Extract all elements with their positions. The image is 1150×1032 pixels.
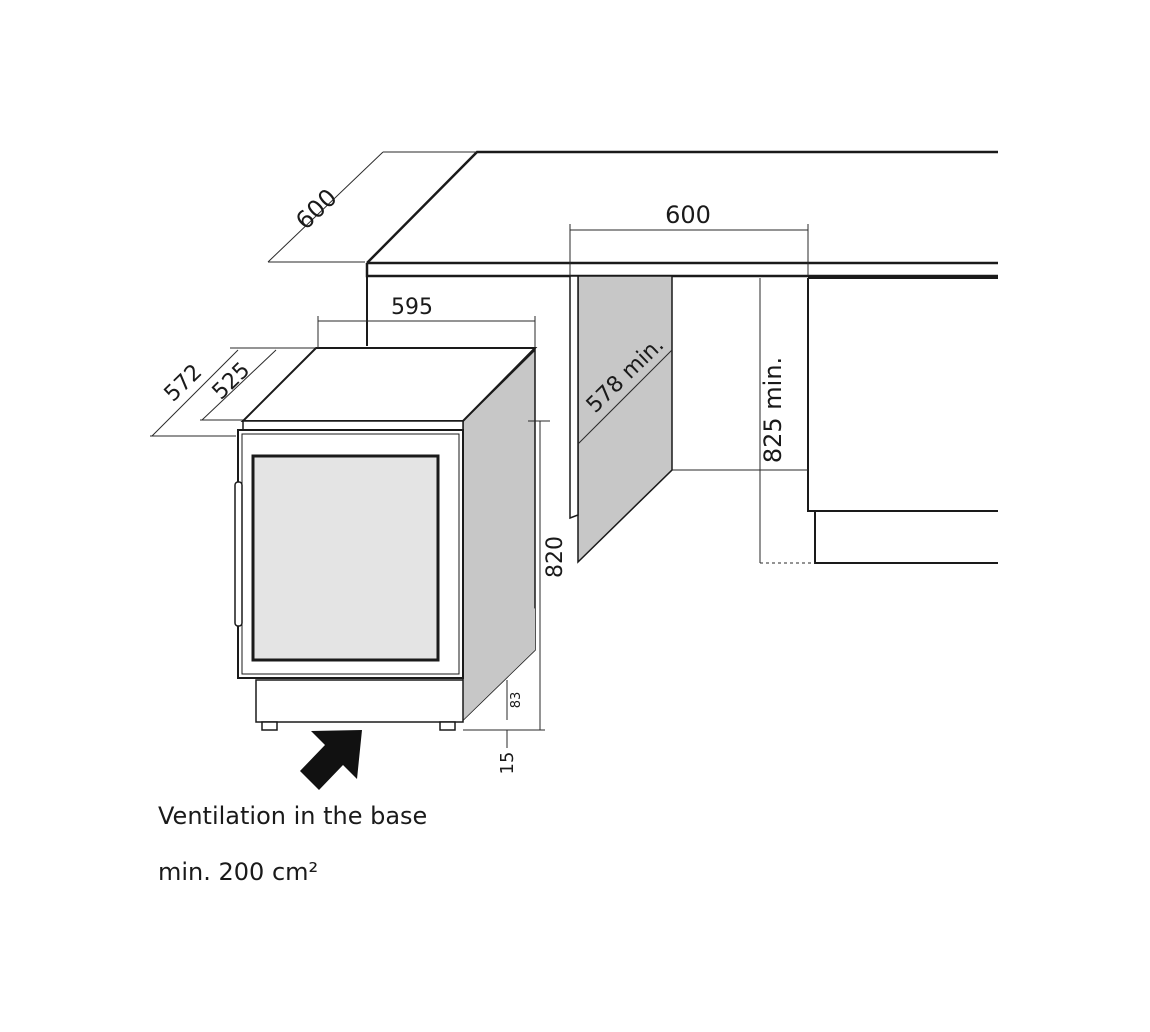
foot-right <box>439 721 456 731</box>
caption-ventilation: Ventilation in the base <box>158 802 427 830</box>
label-appliance-depth: 572 <box>160 360 208 407</box>
label-niche-width: 600 <box>665 201 711 229</box>
label-feet-height: 15 <box>497 752 518 775</box>
label-niche-height-min: 825 min. <box>759 357 787 463</box>
label-base-height: 83 <box>509 692 524 709</box>
countertop <box>365 150 998 346</box>
label-countertop-depth: 600 <box>290 183 342 235</box>
ventilation-arrow-icon <box>300 730 362 790</box>
appliance-base <box>255 679 464 723</box>
label-depth-without-door: 525 <box>208 358 256 405</box>
caption-min-area: min. 200 cm² <box>158 858 318 886</box>
left-side-panel <box>569 275 673 564</box>
foot-left <box>261 721 278 731</box>
label-appliance-height: 820 <box>543 536 568 578</box>
door-handle <box>234 481 243 627</box>
label-appliance-width: 595 <box>391 295 433 320</box>
door-glass <box>251 454 440 662</box>
right-cabinet <box>807 277 998 564</box>
dimension-lines <box>150 151 815 748</box>
wine-cooler <box>234 347 538 731</box>
